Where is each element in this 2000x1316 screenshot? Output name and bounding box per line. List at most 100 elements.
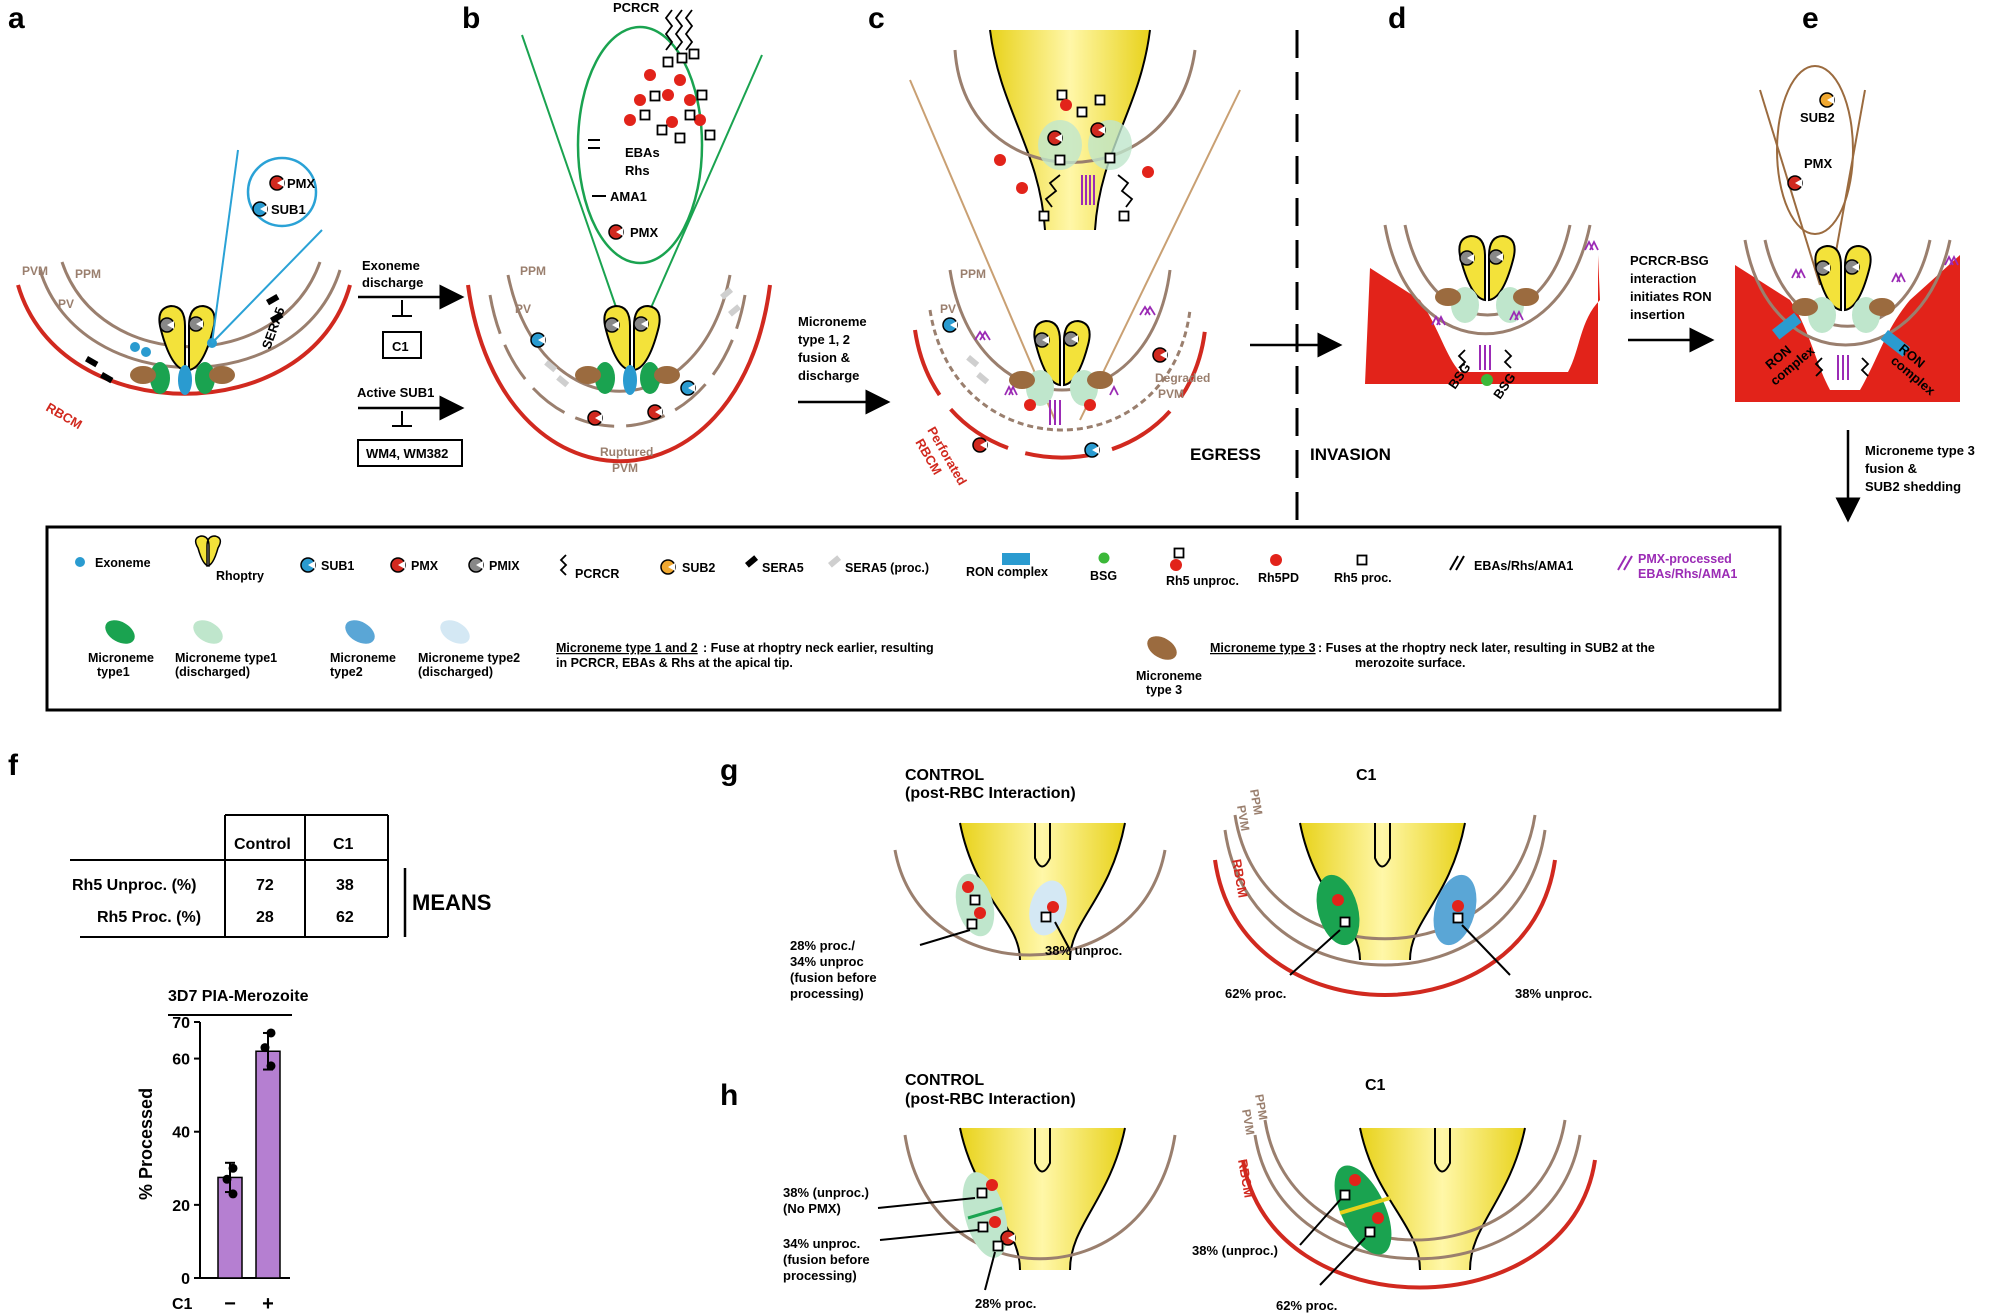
microneme-type3-icon: [1513, 288, 1539, 306]
rh5-proc-icon: [1056, 89, 1068, 101]
y-axis-label: % Processed: [136, 1088, 156, 1200]
rhoptry-icon: [603, 305, 661, 371]
x-tick-label: +: [262, 1293, 274, 1315]
legend-rh5-proc: Rh5 proc.: [1334, 571, 1392, 585]
pmix-icon: [1815, 260, 1831, 276]
pcrcr-bsg-label: insertion: [1630, 307, 1685, 322]
fusion-line: [967, 1206, 1003, 1220]
exoneme-icon: [141, 347, 151, 357]
pmx-processed-ebas: [974, 330, 991, 341]
panel-b: b PPM PV Ruptured PVM PCRCR EBAs Rhs AMA…: [462, 0, 772, 475]
table-row-label: Rh5 Proc. (%): [97, 909, 201, 926]
rh5-proc-icon: [1038, 210, 1050, 222]
pmx-icon: [608, 224, 624, 240]
ppm-membrane: [903, 1134, 1177, 1261]
bar: [255, 1050, 281, 1279]
ppm-membrane: [948, 269, 1172, 392]
arrows-a-to-b: Exoneme discharge C1 Active SUB1 WM4, WM…: [357, 258, 465, 467]
exoneme-icon: [75, 557, 85, 567]
pcrcr-icon: [559, 554, 568, 576]
microneme-type1-icon: [105, 620, 135, 644]
table-cell: 62: [336, 909, 354, 926]
pmix-icon: [604, 317, 620, 333]
chart-title: 3D7 PIA-Merozoite: [168, 988, 309, 1005]
pmx-icon: [269, 175, 285, 191]
pcrcr-icon: [1814, 357, 1870, 377]
microneme-type3-icon: [1147, 636, 1177, 660]
sub1-icon: [942, 317, 958, 333]
c1-title: C1: [1356, 767, 1377, 784]
micronem-fusion-label: Microneme: [798, 314, 867, 329]
pcrcr-bsg-label: interaction: [1630, 271, 1697, 286]
sera5-mark: [266, 294, 280, 306]
rh5-proc-icon: [1076, 106, 1088, 118]
control-title: CONTROL: [905, 767, 984, 784]
rh5-proc-icon: [966, 918, 978, 930]
rh5pd-icon: [1452, 900, 1464, 912]
microneme-type1-discharged-icon: [193, 620, 223, 644]
legend-mic3-text: merozoite surface.: [1355, 656, 1465, 670]
microneme-type3-icon: [1435, 288, 1461, 306]
ron-complex-icon: [1772, 312, 1802, 340]
rh5pd-icon: [974, 907, 986, 919]
pv-label: PV: [515, 302, 531, 316]
ppm-label: PPM: [520, 264, 546, 278]
rh5-proc-icon: [977, 1221, 989, 1233]
pvm-label: PVM: [22, 264, 48, 278]
rh5-proc-icon: [1364, 1226, 1376, 1238]
data-point: [222, 1174, 232, 1184]
microneme-type3-icon: [1087, 371, 1113, 389]
invasion-label: INVASION: [1310, 445, 1391, 464]
sera5-proc-icon: [976, 371, 990, 385]
callout-label: 34% unproc.: [783, 1236, 860, 1251]
microneme-type3-icon: [654, 366, 680, 384]
c1-box: [382, 331, 422, 359]
legend-ron: RON complex: [966, 565, 1048, 579]
rh5-proc-icon: [992, 1240, 1004, 1252]
microneme-type2-discharged-icon: [440, 620, 470, 644]
panel-a: a PVM PPM PV RBCM SERA5 PMX SUB1: [8, 2, 352, 432]
microneme-type1-icon: [640, 362, 660, 394]
panel-label-d: d: [1388, 2, 1406, 35]
callout-label: 34% unproc: [790, 954, 864, 969]
rh5pd-icon: [1270, 554, 1282, 566]
legend-rh5pd: Rh5PD: [1258, 571, 1299, 585]
data-point: [266, 1061, 276, 1071]
legend-sub1: SUB1: [321, 559, 354, 573]
panel-label-b: b: [462, 2, 480, 35]
panel-label-f: f: [8, 749, 19, 782]
pcrcr-label: PCRCR: [613, 0, 660, 15]
x-axis-label: C1: [172, 1296, 193, 1313]
sera5-icon: [745, 555, 759, 568]
pmx-processed-ebas: [1049, 400, 1061, 425]
rbcm-membrane: [913, 329, 1207, 460]
legend-pmx: PMX: [411, 559, 439, 573]
legend-mic3-head: Microneme type 3: [1210, 641, 1316, 655]
rh5-proc-icon: [1054, 154, 1066, 166]
inhibitor-label: WM4, WM382: [366, 446, 448, 461]
ron-complex-icon: [1002, 553, 1030, 565]
microneme-type1-icon: [150, 362, 170, 394]
rh5pd-icon: [1170, 559, 1182, 571]
pcrcr-bsg-label: PCRCR-BSG: [1630, 253, 1709, 268]
rh5-proc-icon: [1173, 547, 1185, 559]
rh5pd-icon: [1016, 182, 1028, 194]
fusion-line: [1339, 1196, 1391, 1215]
y-tick-label: 0: [181, 1271, 190, 1288]
pcrcr-icon: [1457, 349, 1513, 369]
pmix-icon: [633, 316, 649, 332]
rh5pd-icon: [1142, 166, 1154, 178]
rh5-proc-icon: [1094, 94, 1106, 106]
pmix-icon: [1488, 249, 1504, 265]
rh5pd-icon: [1349, 1174, 1361, 1186]
ppm-label: PPM: [1252, 1093, 1270, 1121]
legend-sera5-proc: SERA5 (proc.): [845, 561, 929, 575]
callout-label: (fusion before: [783, 1252, 870, 1267]
sera5-proc-icon: [556, 375, 570, 388]
bar: [217, 1176, 243, 1279]
callout-label: processing): [790, 986, 864, 1001]
pv-label: PV: [940, 302, 956, 316]
legend-pmix: PMIX: [489, 559, 520, 573]
table-header-c1: C1: [333, 836, 354, 853]
